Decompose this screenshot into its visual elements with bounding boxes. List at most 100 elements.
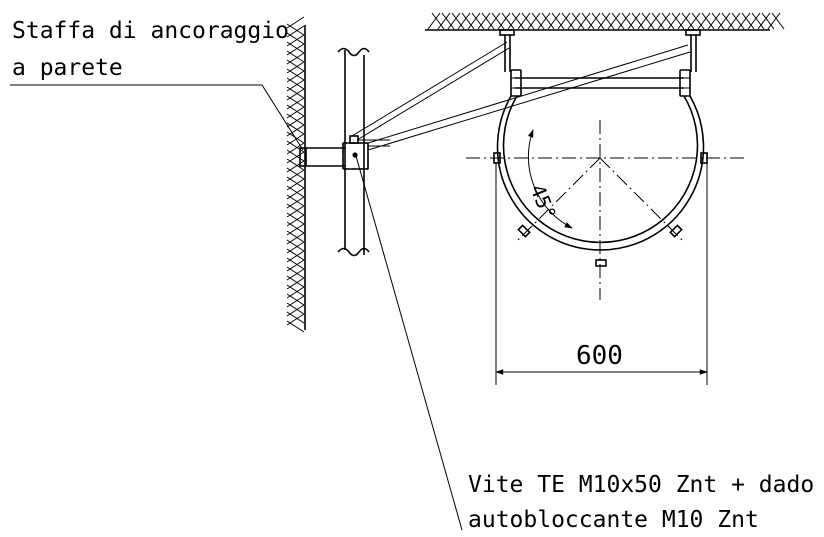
hatch-line bbox=[286, 124, 305, 137]
hatch-line bbox=[286, 257, 305, 270]
ceiling-hatched bbox=[425, 12, 785, 31]
hatch-line bbox=[757, 12, 771, 30]
hatch-line bbox=[651, 12, 665, 30]
hatch-line bbox=[286, 176, 305, 189]
hatch-line bbox=[687, 12, 701, 30]
wall-hatched bbox=[286, 16, 306, 333]
hatch-line bbox=[647, 12, 661, 30]
hatch-line bbox=[286, 212, 305, 225]
hatch-line bbox=[771, 12, 785, 30]
hatch-line bbox=[286, 223, 305, 236]
hatch-line bbox=[737, 12, 751, 30]
hatch-line bbox=[286, 79, 305, 92]
hatch-line bbox=[557, 12, 571, 30]
hatch-line bbox=[286, 59, 305, 72]
hatch-line bbox=[747, 12, 761, 30]
hatch-line bbox=[286, 34, 305, 47]
hatch-line bbox=[501, 12, 515, 30]
angle-dimension: 45° bbox=[525, 129, 573, 229]
ceiling-hangers bbox=[499, 29, 701, 72]
hatch-line bbox=[286, 304, 305, 317]
hatch-line bbox=[481, 12, 495, 30]
hatch-line bbox=[577, 12, 591, 30]
hatch-line bbox=[581, 12, 595, 30]
hatch-line bbox=[286, 122, 305, 135]
hatch-line bbox=[286, 293, 305, 306]
hatch-line bbox=[461, 12, 475, 30]
hatch-line bbox=[286, 16, 305, 29]
hatch-line bbox=[681, 12, 695, 30]
hatch-line bbox=[511, 12, 525, 30]
hatch-line bbox=[467, 12, 481, 30]
hatch-line bbox=[286, 286, 305, 299]
hatch-line bbox=[286, 43, 305, 56]
hatch-line bbox=[597, 12, 611, 30]
hatch-line bbox=[567, 12, 581, 30]
hatch-line bbox=[286, 77, 305, 90]
hatch-line bbox=[767, 12, 781, 30]
hatch-line bbox=[611, 12, 625, 30]
hatch-line bbox=[286, 203, 305, 216]
hatch-line bbox=[286, 196, 305, 209]
hatch-line bbox=[537, 12, 551, 30]
hatch-line bbox=[286, 113, 305, 126]
hatch-line bbox=[657, 12, 671, 30]
hatch-line bbox=[286, 302, 305, 315]
hatch-line bbox=[286, 185, 305, 198]
hatch-line bbox=[491, 12, 505, 30]
hatch-line bbox=[286, 32, 305, 45]
hatch-line bbox=[286, 86, 305, 99]
tie-bar bbox=[510, 69, 691, 97]
hatch-line bbox=[286, 241, 305, 254]
hatch-line bbox=[677, 12, 691, 30]
hatch-line bbox=[751, 12, 765, 30]
hatch-line bbox=[561, 12, 575, 30]
hatch-line bbox=[286, 41, 305, 54]
hatch-line bbox=[286, 50, 305, 63]
hatch-line bbox=[286, 230, 305, 243]
hatch-line bbox=[286, 23, 305, 36]
hatch-line bbox=[286, 25, 305, 38]
hatch-line bbox=[286, 239, 305, 252]
hatch-line bbox=[286, 187, 305, 200]
hatch-line bbox=[286, 194, 305, 207]
hatch-line bbox=[427, 12, 441, 30]
hatch-line bbox=[487, 12, 501, 30]
hatch-line bbox=[531, 12, 545, 30]
hatch-line bbox=[541, 12, 555, 30]
hatch-line bbox=[621, 12, 635, 30]
hatch-line bbox=[286, 88, 305, 101]
hatch-line bbox=[477, 12, 491, 30]
hatch-line bbox=[286, 284, 305, 297]
hatch-line bbox=[286, 169, 305, 182]
hatch-line bbox=[617, 12, 631, 30]
hatch-line bbox=[286, 52, 305, 65]
hatch-line bbox=[761, 12, 775, 30]
hatch-line bbox=[286, 95, 305, 108]
hatch-line bbox=[286, 158, 305, 171]
dimension-label: 600 bbox=[576, 341, 623, 371]
hatch-line bbox=[627, 12, 641, 30]
hatch-line bbox=[691, 12, 705, 30]
hatch-line bbox=[551, 12, 565, 30]
hatch-line bbox=[286, 151, 305, 164]
hatch-line bbox=[451, 12, 465, 30]
hatch-line bbox=[471, 12, 485, 30]
hatch-line bbox=[286, 61, 305, 74]
hatch-line bbox=[447, 12, 461, 30]
screw-label-line2: autobloccante M10 Znt bbox=[468, 507, 759, 533]
hatch-line bbox=[286, 277, 305, 290]
hatch-line bbox=[601, 12, 615, 30]
wall-anchor-bracket bbox=[299, 135, 390, 170]
hatch-line bbox=[286, 178, 305, 191]
hatch-line bbox=[286, 250, 305, 263]
hatch-line bbox=[517, 12, 531, 30]
hatch-line bbox=[521, 12, 535, 30]
hatch-line bbox=[637, 12, 651, 30]
hatch-line bbox=[286, 313, 305, 326]
hatch-line bbox=[667, 12, 681, 30]
hatch-line bbox=[286, 259, 305, 272]
hatch-line bbox=[286, 205, 305, 218]
hatch-line bbox=[437, 12, 451, 30]
